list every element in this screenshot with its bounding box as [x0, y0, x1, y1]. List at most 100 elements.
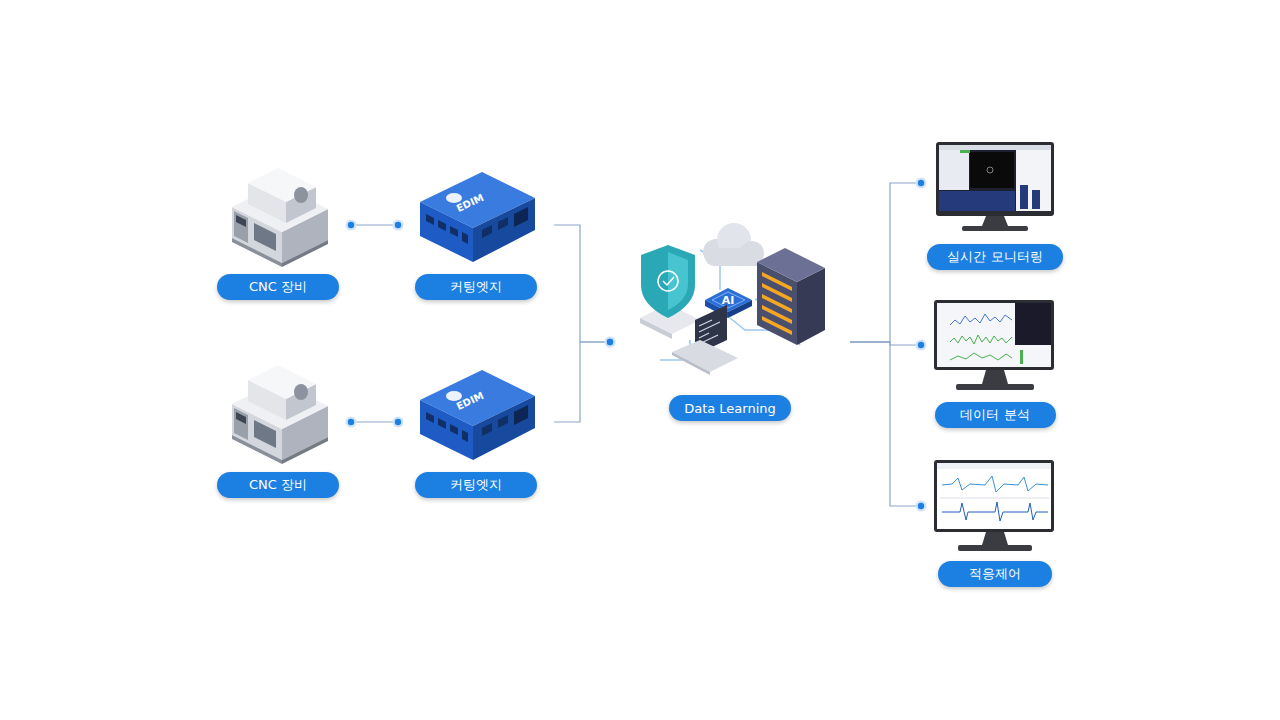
node-label: CNC 장비 [249, 476, 307, 494]
node-label: 데이터 분석 [960, 406, 1029, 424]
machine-base [282, 240, 328, 267]
device-port [514, 405, 528, 425]
screen-toolbar [937, 463, 1051, 469]
junction-dot [395, 419, 401, 425]
monitor-stand [962, 226, 1028, 231]
chart-line [942, 476, 1048, 492]
check-mark [658, 271, 678, 291]
pill-label: Data Learning [669, 395, 791, 421]
edge-device [420, 370, 535, 460]
monitor [934, 300, 1054, 390]
node-label: 적응제어 [969, 565, 1021, 583]
device-port [462, 232, 468, 244]
screen-panel [939, 191, 1015, 211]
shield-stand [640, 318, 672, 339]
spindle [294, 384, 308, 400]
monitor-stand [982, 216, 1008, 226]
pill-label: 적응제어 [938, 561, 1052, 587]
chart-axis [940, 498, 1049, 499]
node-box: 데이터 분석 [921, 298, 1069, 428]
screen-toolbar [939, 145, 1051, 150]
chart-line [950, 335, 1012, 344]
connector-line [351, 421, 398, 422]
monitor-frame [934, 460, 1054, 532]
machine-face [248, 365, 316, 399]
junction-halo [605, 337, 616, 348]
connector-line [554, 225, 610, 342]
ai-chip [712, 292, 745, 308]
machine-base [282, 437, 328, 464]
pill-label: 커팅엣지 [415, 472, 537, 498]
pill-label: 커팅엣지 [415, 274, 537, 300]
panel-screen [236, 215, 246, 227]
node-box: 커팅엣지 [398, 357, 554, 498]
node-label: 커팅엣지 [450, 476, 502, 494]
device-face [473, 198, 535, 262]
node-box: 실시간 모니터링 [921, 140, 1069, 270]
device-port [450, 424, 458, 435]
device-port [426, 412, 434, 423]
device-port [438, 220, 446, 231]
machine-window [254, 420, 276, 448]
laptop-base [672, 352, 710, 375]
monitor-stand [982, 532, 1008, 545]
device-port [482, 225, 492, 238]
junction-halo [346, 417, 357, 428]
device-port [498, 217, 508, 230]
screen-panel [1016, 150, 1051, 211]
monitor-stand [958, 545, 1032, 551]
screen-bar [960, 150, 970, 153]
cnc-machine [232, 365, 328, 464]
pill-label: 실시간 모니터링 [927, 244, 1063, 270]
screen-bar [1032, 190, 1040, 209]
monitor-frame [936, 142, 1054, 216]
server-slot [762, 316, 792, 335]
junction-dot [918, 503, 924, 509]
screen-bar [1020, 185, 1028, 209]
junction-halo [605, 337, 616, 348]
control-panel [234, 211, 248, 243]
device-logo-text: EDIM [455, 390, 486, 412]
pill-label: CNC 장비 [217, 274, 339, 300]
junction-halo [393, 220, 404, 231]
device-port [498, 415, 508, 428]
node-box: CNC 장비 [205, 357, 351, 498]
spindle [294, 187, 308, 203]
junction-halo [916, 178, 927, 189]
junction-dot [348, 419, 354, 425]
connector-line [351, 224, 398, 225]
device-port [514, 207, 528, 227]
junction-dot [918, 342, 924, 348]
monitor-stand [982, 370, 1008, 384]
code-line [699, 320, 720, 344]
node-box: 커팅엣지 [398, 160, 554, 300]
cloud [705, 248, 763, 266]
junction-halo [916, 501, 927, 512]
node-box: CNC 장비 [205, 160, 351, 300]
junction-halo [916, 340, 927, 351]
pill-label: CNC 장비 [217, 472, 339, 498]
machine-base [232, 238, 282, 267]
device-port [438, 418, 446, 429]
junction-dot [348, 222, 354, 228]
junction-dot [918, 180, 924, 186]
pill-label: 데이터 분석 [935, 402, 1056, 428]
monitor-frame [934, 300, 1054, 370]
node-label: 커팅엣지 [450, 278, 502, 296]
machine-base [232, 435, 282, 464]
chart-line [942, 502, 1048, 521]
connector-line [850, 342, 921, 506]
connector-line [850, 183, 921, 342]
node-label: Data Learning [684, 401, 776, 416]
junction-dot [607, 339, 613, 345]
chip-label: AI [722, 294, 735, 307]
device-logo-text: EDIM [455, 192, 486, 214]
laptop-base [672, 340, 738, 372]
screen-mark [987, 167, 993, 173]
monitor-screen [939, 145, 1051, 211]
machine-face [248, 168, 316, 202]
monitor-stand [956, 384, 1034, 390]
device-port [426, 214, 434, 225]
